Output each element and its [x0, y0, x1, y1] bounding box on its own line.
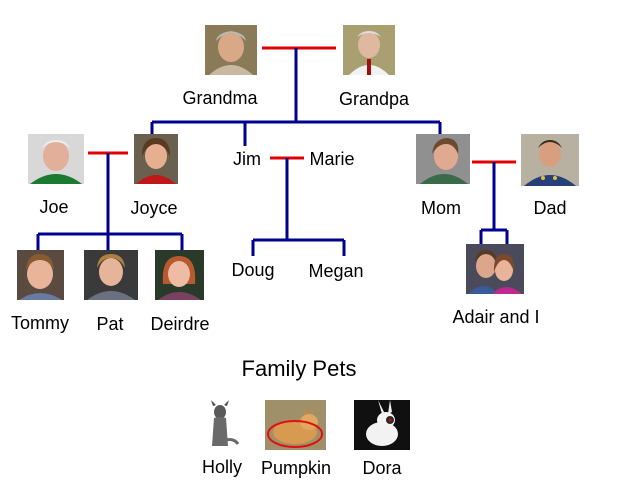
jim-label: Jim [233, 149, 261, 169]
megan-label: Megan [308, 261, 364, 281]
grandma-label: Grandma [182, 88, 258, 108]
holly-photo [200, 400, 240, 450]
pets-title: Family Pets [241, 356, 357, 381]
dora-label: Dora [362, 458, 402, 478]
pat-photo [84, 250, 138, 300]
joe-photo [28, 134, 84, 184]
dad-label: Dad [533, 198, 567, 218]
adair-and-i-photo [466, 244, 524, 294]
holly-label: Holly [201, 457, 243, 477]
joyce-label: Joyce [130, 198, 178, 218]
deirdre-label: Deirdre [150, 314, 210, 334]
grandma-photo [205, 25, 257, 75]
doug-label: Doug [231, 260, 275, 280]
mom-label: Mom [421, 198, 461, 218]
pumpkin-label: Pumpkin [260, 458, 332, 478]
grandpa-photo [343, 25, 395, 75]
pumpkin-photo [265, 400, 326, 450]
grandpa-label: Grandpa [338, 89, 410, 109]
mom-photo [416, 134, 470, 184]
joe-label: Joe [39, 197, 69, 217]
descent-lines [36, 48, 509, 256]
tommy-photo [17, 250, 64, 300]
dad-photo [521, 134, 579, 186]
pat-label: Pat [96, 314, 124, 334]
marie-label: Marie [309, 149, 355, 169]
deirdre-photo [155, 250, 204, 300]
dora-photo [354, 400, 410, 450]
joyce-photo [134, 134, 178, 184]
tommy-label: Tommy [11, 313, 69, 333]
adair-and-i-label: Adair and I [452, 307, 540, 327]
